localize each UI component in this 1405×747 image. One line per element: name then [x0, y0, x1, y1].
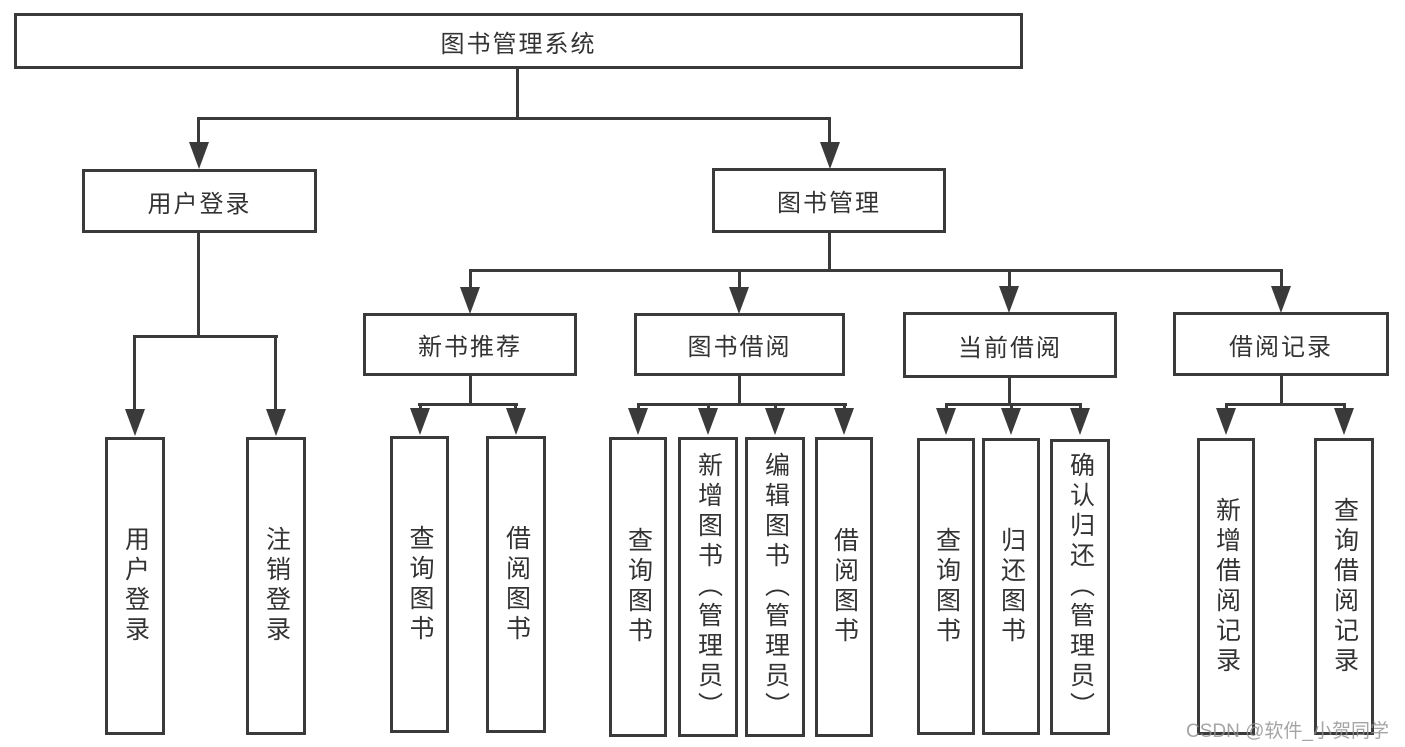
leaf-logout: 注销登录 — [246, 437, 306, 735]
arrowhead-down — [765, 408, 785, 435]
leaf-borrow-books-2: 借阅图书 — [815, 437, 873, 737]
connector-current-borrow-stem — [1008, 378, 1011, 405]
arrowhead-down — [834, 408, 854, 435]
leaf-query-borrow-record: 查询借阅记录 — [1314, 438, 1374, 735]
arrowhead-down — [820, 142, 840, 169]
arrowhead-down — [999, 286, 1019, 313]
connector-drop — [274, 335, 277, 411]
leaf-query-books-2: 查询图书 — [609, 437, 667, 737]
connector-drop — [419, 403, 422, 411]
connector-new-book-stem — [469, 376, 472, 405]
node-user-login: 用户登录 — [82, 169, 317, 233]
connector-book-mgmt-stem — [828, 233, 831, 271]
connector-drop — [1010, 403, 1013, 411]
leaf-confirm-return-admin: 确认归还（管理员） — [1050, 439, 1110, 735]
connector-current-borrow-rail — [945, 403, 1082, 406]
connector-root-rail — [197, 117, 831, 120]
leaf-return-books: 归还图书 — [982, 438, 1040, 735]
connector-drop — [133, 335, 136, 411]
arrowhead-down — [729, 287, 749, 314]
arrowhead-down — [1001, 408, 1021, 435]
leaf-query-books-1: 查询图书 — [390, 436, 449, 733]
arrowhead-down — [1271, 286, 1291, 313]
node-current-borrow: 当前借阅 — [903, 312, 1117, 378]
leaf-user-login: 用户登录 — [105, 437, 165, 735]
connector-drop — [1343, 403, 1346, 411]
connector-drop — [1225, 403, 1228, 411]
arrowhead-down — [189, 142, 209, 169]
node-book-mgmt: 图书管理 — [712, 168, 946, 233]
connector-borrow-records-stem — [1280, 376, 1283, 405]
node-root: 图书管理系统 — [14, 13, 1023, 69]
arrowhead-down — [460, 287, 480, 314]
connector-drop — [1079, 403, 1082, 411]
connector-drop — [707, 403, 710, 411]
arrowhead-down — [936, 408, 956, 435]
connector-book-borrow-rail — [637, 403, 847, 406]
arrowhead-down — [1070, 408, 1090, 435]
connector-drop — [738, 269, 741, 291]
connector-book-borrow-stem — [738, 376, 741, 405]
connector-drop — [637, 403, 640, 411]
leaf-add-borrow-record: 新增借阅记录 — [1197, 438, 1255, 735]
arrowhead-down — [506, 408, 526, 435]
connector-book-mgmt-rail — [469, 269, 1283, 272]
connector-drop — [945, 403, 948, 411]
connector-new-book-rail — [418, 403, 518, 406]
connector-book-mgmt-drop — [828, 117, 831, 149]
connector-borrow-records-rail — [1225, 403, 1346, 406]
arrowhead-down — [410, 408, 430, 435]
connector-root-stem — [516, 69, 519, 119]
node-new-book-rec: 新书推荐 — [363, 313, 577, 376]
leaf-query-books-3: 查询图书 — [917, 438, 975, 735]
arrowhead-down — [1216, 408, 1236, 435]
connector-drop — [843, 403, 846, 411]
connector-drop — [1008, 269, 1011, 291]
connector-drop — [774, 403, 777, 411]
connector-user-login-rail — [133, 335, 278, 338]
arrowhead-down — [125, 409, 145, 436]
leaf-edit-book-admin: 编辑图书（管理员） — [745, 437, 805, 737]
arrowhead-down — [266, 409, 286, 436]
connector-drop — [1280, 269, 1283, 291]
csdn-watermark: CSDN @软件_小贺同学 — [1186, 721, 1389, 742]
arrowhead-down — [628, 408, 648, 435]
connector-drop — [514, 403, 517, 411]
node-book-borrow: 图书借阅 — [634, 313, 845, 376]
leaf-add-book-admin: 新增图书（管理员） — [678, 437, 738, 737]
connector-drop — [469, 269, 472, 291]
arrowhead-down — [698, 408, 718, 435]
node-borrow-records: 借阅记录 — [1173, 312, 1389, 376]
leaf-borrow-books-1: 借阅图书 — [486, 436, 546, 733]
connector-user-login-drop — [197, 117, 200, 149]
connector-user-login-stem — [197, 232, 200, 338]
arrowhead-down — [1334, 408, 1354, 435]
